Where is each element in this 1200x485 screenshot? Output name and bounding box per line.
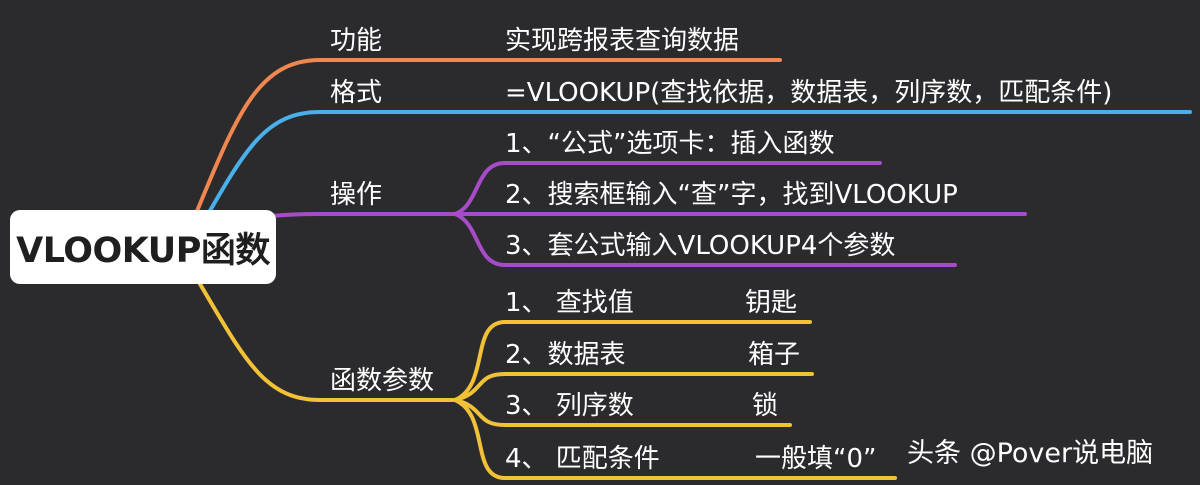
branch-operation-label: 操作	[330, 180, 383, 210]
connector-format	[198, 110, 1192, 230]
operation-step-3: 3、套公式输入VLOOKUP4个参数	[505, 231, 896, 261]
operation-step-1: 1、“公式”选项卡：插入函数	[505, 129, 835, 159]
connector-operation-sub-1	[453, 161, 882, 216]
operation-step-2: 2、搜索框输入“查”字，找到VLOOKUP	[505, 180, 958, 210]
branch-format-label: 格式	[330, 78, 383, 108]
param-2-note: 箱子	[748, 340, 801, 370]
param-1-label: 1、 查找值	[505, 288, 634, 318]
connector-params-sub-2	[453, 372, 814, 402]
connector-operation-sub-3	[453, 212, 957, 267]
connector-params	[198, 282, 457, 402]
param-3-label: 3、 列序数	[505, 391, 634, 421]
param-4-note: 一般填“0”	[755, 444, 877, 474]
connector-function	[188, 58, 782, 230]
param-1-note: 钥匙	[745, 288, 798, 318]
root-node: VLOOKUP函数	[10, 210, 276, 284]
branch-function-value: 实现跨报表查询数据	[505, 26, 740, 56]
branch-format-value: =VLOOKUP(查找依据，数据表，列序数，匹配条件)	[505, 78, 1113, 108]
watermark: 头条 @Pover说电脑	[907, 438, 1154, 469]
param-4-label: 4、 匹配条件	[505, 444, 660, 474]
branch-params-label: 函数参数	[330, 366, 435, 396]
connector-params-sub-4	[453, 398, 897, 480]
connector-params-sub-3	[453, 398, 792, 427]
root-label: VLOOKUP函数	[16, 230, 270, 271]
connector-params-sub-1	[453, 320, 812, 402]
param-2-label: 2、数据表	[505, 340, 626, 370]
branch-function-label: 功能	[330, 26, 383, 56]
param-3-note: 锁	[752, 391, 779, 421]
